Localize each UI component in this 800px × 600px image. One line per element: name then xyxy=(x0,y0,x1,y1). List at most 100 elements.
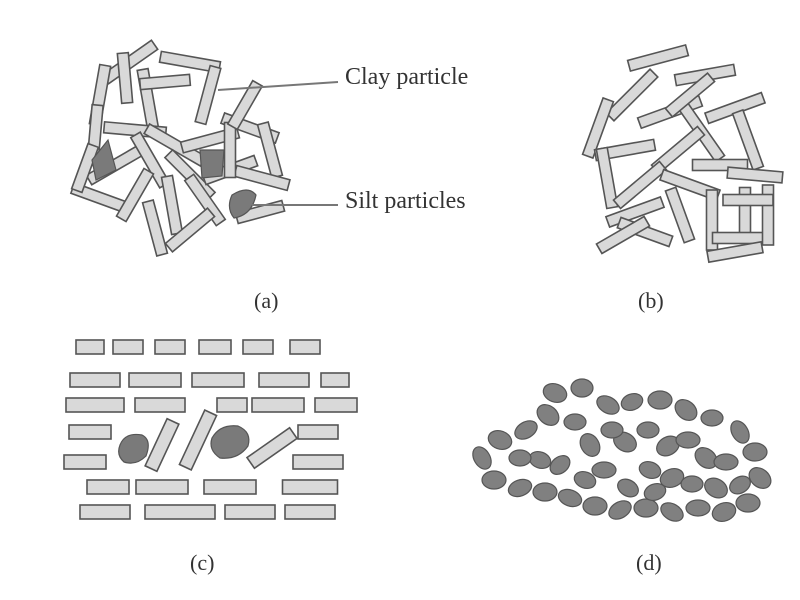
clay-particle xyxy=(664,71,716,119)
clay-particle xyxy=(223,121,237,179)
silt-grain xyxy=(685,499,711,517)
silt-grain xyxy=(532,482,558,502)
panel-a-clay-silt-structure xyxy=(69,39,291,257)
clay-particle xyxy=(203,479,257,495)
clay-particle xyxy=(144,417,180,473)
silt-grain xyxy=(549,455,571,475)
clay-particle xyxy=(251,397,305,413)
clay-particle xyxy=(726,166,784,184)
silt-grain xyxy=(643,482,667,502)
silt-grain xyxy=(573,470,597,490)
panel-d-aggregate-structure xyxy=(472,378,772,523)
silt-grain xyxy=(735,493,761,513)
clay-particle xyxy=(281,479,339,495)
panel-label-d: (d) xyxy=(636,550,662,575)
silt-grain xyxy=(729,475,751,495)
panel-label-c: (c) xyxy=(190,550,215,575)
clay-particle xyxy=(256,121,284,179)
silt-grain xyxy=(638,460,662,480)
silt-grain xyxy=(472,446,492,470)
silt-grain xyxy=(659,467,685,489)
clay-particle xyxy=(292,454,344,470)
silt-particles-label: Silt particles xyxy=(345,188,466,214)
clay-particle xyxy=(135,479,189,495)
silt-grain xyxy=(542,382,568,404)
clay-particle xyxy=(258,372,310,388)
clay-particle xyxy=(160,174,184,236)
clay-particle-label: Clay particle xyxy=(345,64,469,90)
silt-grain xyxy=(675,431,701,449)
clay-particle xyxy=(115,167,155,223)
clay-particle xyxy=(138,73,192,91)
clay-particle xyxy=(112,339,144,355)
clay-particle xyxy=(144,504,216,520)
silt-grain xyxy=(487,429,513,451)
silt-grain xyxy=(700,409,724,427)
clay-particle xyxy=(605,68,659,122)
silt-grain xyxy=(713,453,739,471)
clay-particle xyxy=(226,79,264,131)
clay-particle xyxy=(320,372,350,388)
silt-particle xyxy=(210,425,250,459)
silt-grain xyxy=(674,399,698,421)
clay-particle xyxy=(134,397,186,413)
clay-particle xyxy=(731,108,765,172)
clay-particle xyxy=(664,186,696,244)
clay-particle xyxy=(116,51,134,105)
panel-label-a: (a) xyxy=(254,288,279,313)
silt-grain xyxy=(636,421,660,439)
clay-particle xyxy=(191,372,245,388)
clay-particle xyxy=(79,504,131,520)
silt-grain xyxy=(633,498,659,518)
silt-grain xyxy=(680,475,704,493)
clay-particle xyxy=(245,426,299,470)
clay-particle xyxy=(626,43,690,73)
clay-particle xyxy=(68,424,112,440)
clay-particle xyxy=(141,199,169,257)
silt-particle xyxy=(199,149,225,179)
silt-grain xyxy=(647,390,673,410)
silt-grain xyxy=(704,477,728,499)
clay-particle xyxy=(216,397,248,413)
silt-grain xyxy=(660,502,684,522)
silt-grain xyxy=(600,421,624,439)
silt-grain xyxy=(514,420,538,440)
clay-particle xyxy=(194,64,222,126)
clay-particle xyxy=(581,96,615,160)
clay-particle xyxy=(154,339,186,355)
clay-particle xyxy=(164,206,216,254)
silt-grain xyxy=(536,404,560,426)
clay-particle-leader-line xyxy=(217,81,339,91)
silt-grain xyxy=(508,449,532,467)
clay-particle xyxy=(158,50,222,74)
silt-grain xyxy=(596,395,620,415)
clay-particle xyxy=(70,142,100,194)
silt-particle xyxy=(91,138,117,181)
clay-particle xyxy=(595,215,651,255)
clay-particle xyxy=(63,454,107,470)
silt-grain xyxy=(711,501,737,523)
clay-particle xyxy=(314,397,358,413)
clay-particle xyxy=(69,372,121,388)
silt-grain xyxy=(570,378,594,398)
clay-particle xyxy=(242,339,274,355)
clay-particle xyxy=(612,160,668,210)
silt-grain xyxy=(617,478,639,498)
clay-particle xyxy=(128,372,182,388)
clay-particle xyxy=(297,424,339,440)
panel-b-flocculated-structure xyxy=(581,43,784,264)
silt-grain xyxy=(730,420,750,444)
silt-grain xyxy=(591,461,617,479)
clay-particle xyxy=(691,158,749,172)
silt-grain xyxy=(582,496,608,516)
panel-c-dispersed-structure xyxy=(63,339,358,520)
silt-grain xyxy=(620,392,644,412)
clay-particle xyxy=(722,193,774,207)
silt-grain xyxy=(507,478,533,498)
clay-particle xyxy=(178,409,218,471)
silt-grain xyxy=(748,467,772,489)
clay-particle xyxy=(706,240,764,264)
silt-grain xyxy=(579,433,601,457)
clay-particle xyxy=(595,146,619,210)
